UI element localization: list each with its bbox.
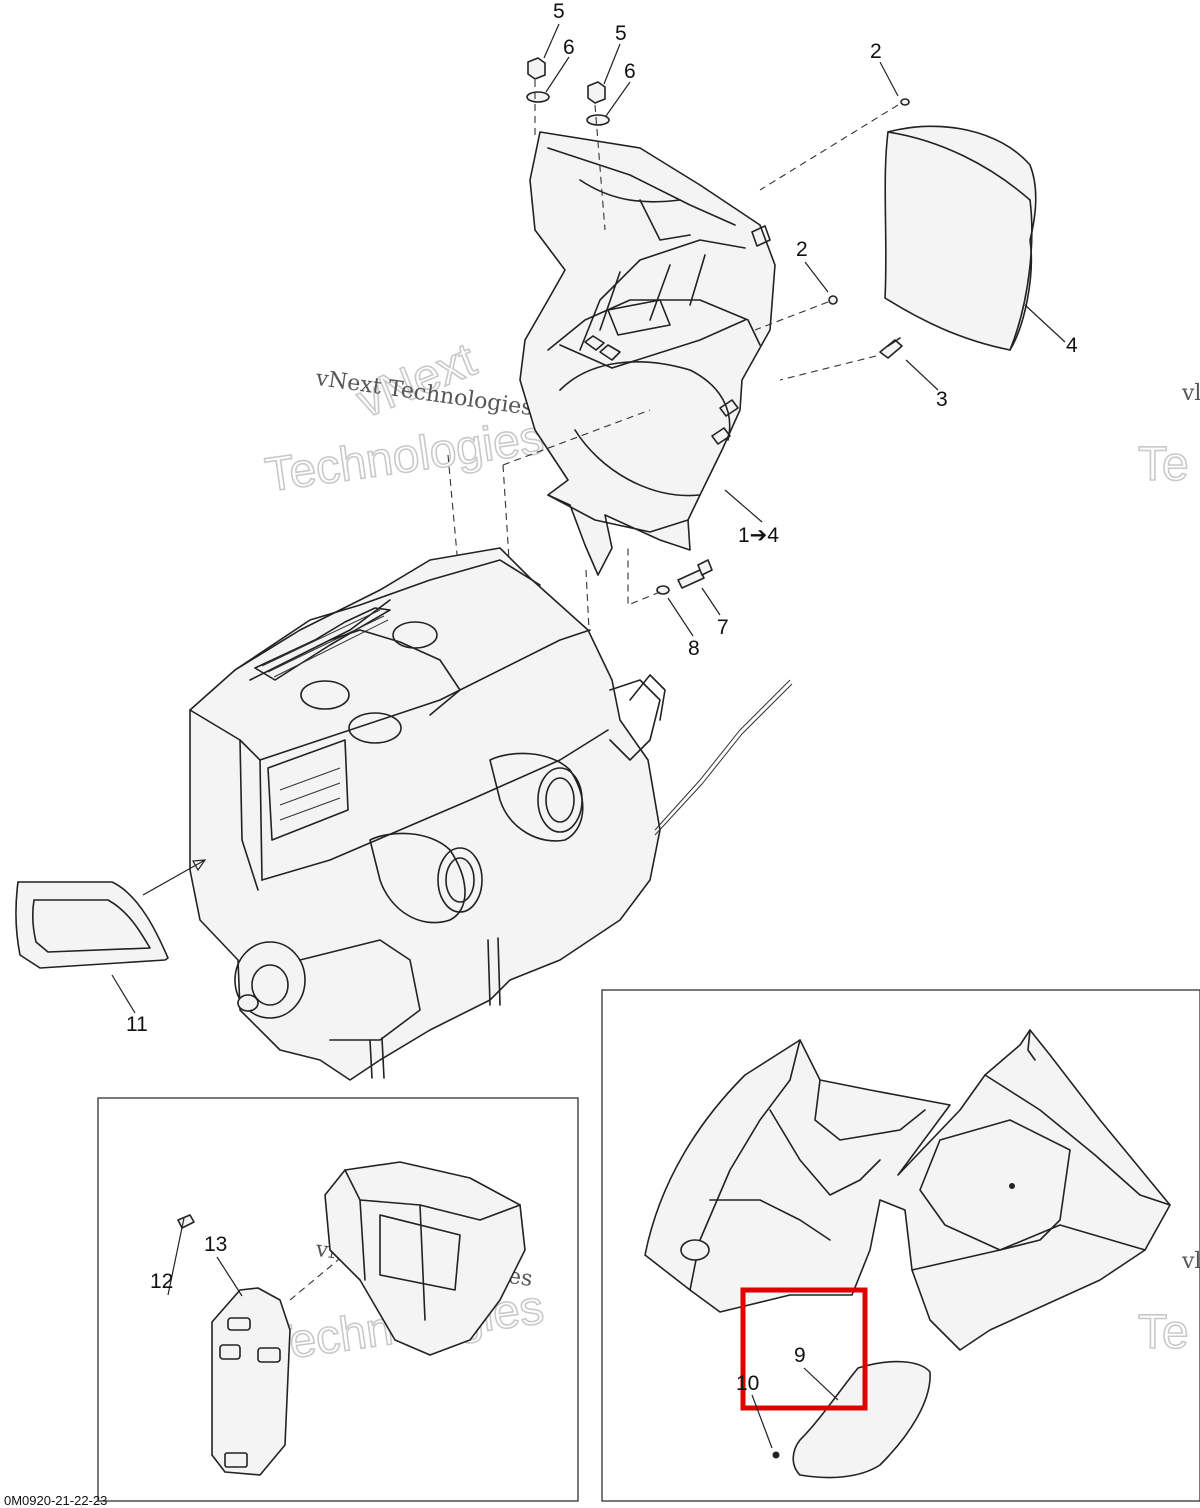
leader-lines bbox=[111, 23, 1066, 1449]
callout-3: 3 bbox=[936, 388, 948, 411]
inset-frame-left bbox=[97, 1097, 579, 1502]
watermark-edge-big-2: Te bbox=[1138, 1306, 1189, 1359]
callout-12: 12 bbox=[150, 1270, 173, 1293]
callout-7: 7 bbox=[717, 616, 729, 639]
watermark-edge-small-1: vl bbox=[1181, 381, 1200, 406]
callout-2a: 2 bbox=[870, 40, 882, 63]
rivet-part bbox=[772, 1451, 780, 1459]
inset-left-plate-part bbox=[211, 1287, 291, 1476]
watermark-right-edge: vl Te vl Te bbox=[1137, 381, 1200, 1360]
callout-8: 8 bbox=[688, 637, 700, 660]
callout-13: 13 bbox=[204, 1233, 227, 1256]
inset-screw-part bbox=[177, 1214, 195, 1229]
watermark-edge-small-2: vl bbox=[1181, 1249, 1200, 1274]
callout-9: 9 bbox=[794, 1344, 806, 1367]
inset-left-airbox-part bbox=[324, 1161, 526, 1356]
callout-10: 10 bbox=[736, 1372, 759, 1395]
engine-part bbox=[189, 547, 793, 1081]
callout-4: 4 bbox=[1066, 334, 1078, 357]
hardware-items bbox=[526, 57, 910, 595]
cover-panel-part bbox=[884, 125, 1037, 351]
callout-2b: 2 bbox=[796, 238, 808, 261]
intake-seal-arrowhead bbox=[192, 859, 207, 872]
diagram-reference-code: 0M0920-21-22-23 bbox=[4, 1493, 107, 1508]
callout-11: 11 bbox=[126, 1013, 148, 1036]
intake-seal-arrow bbox=[142, 859, 206, 896]
callout-1-to-4: 1➔4 bbox=[738, 524, 779, 547]
watermark-big-word-2: Technologies bbox=[262, 411, 547, 502]
intake-seal-part bbox=[15, 881, 169, 969]
callout-5a: 5 bbox=[553, 0, 565, 23]
watermark-edge-big-1: Te bbox=[1138, 438, 1189, 491]
fan-housing-part bbox=[519, 131, 776, 576]
callout-5b: 5 bbox=[615, 22, 627, 45]
hood-panel-part bbox=[644, 1029, 1171, 1351]
callout-6a: 6 bbox=[563, 36, 575, 59]
callout-labels: 5 6 5 6 2 2 4 3 1➔4 7 8 11 13 12 9 10 bbox=[126, 0, 1078, 1395]
highlight-box bbox=[740, 1287, 868, 1411]
callout-6b: 6 bbox=[624, 60, 636, 83]
reinforcement-pad-part bbox=[792, 1360, 931, 1479]
inset-frame-right bbox=[601, 989, 1200, 1502]
